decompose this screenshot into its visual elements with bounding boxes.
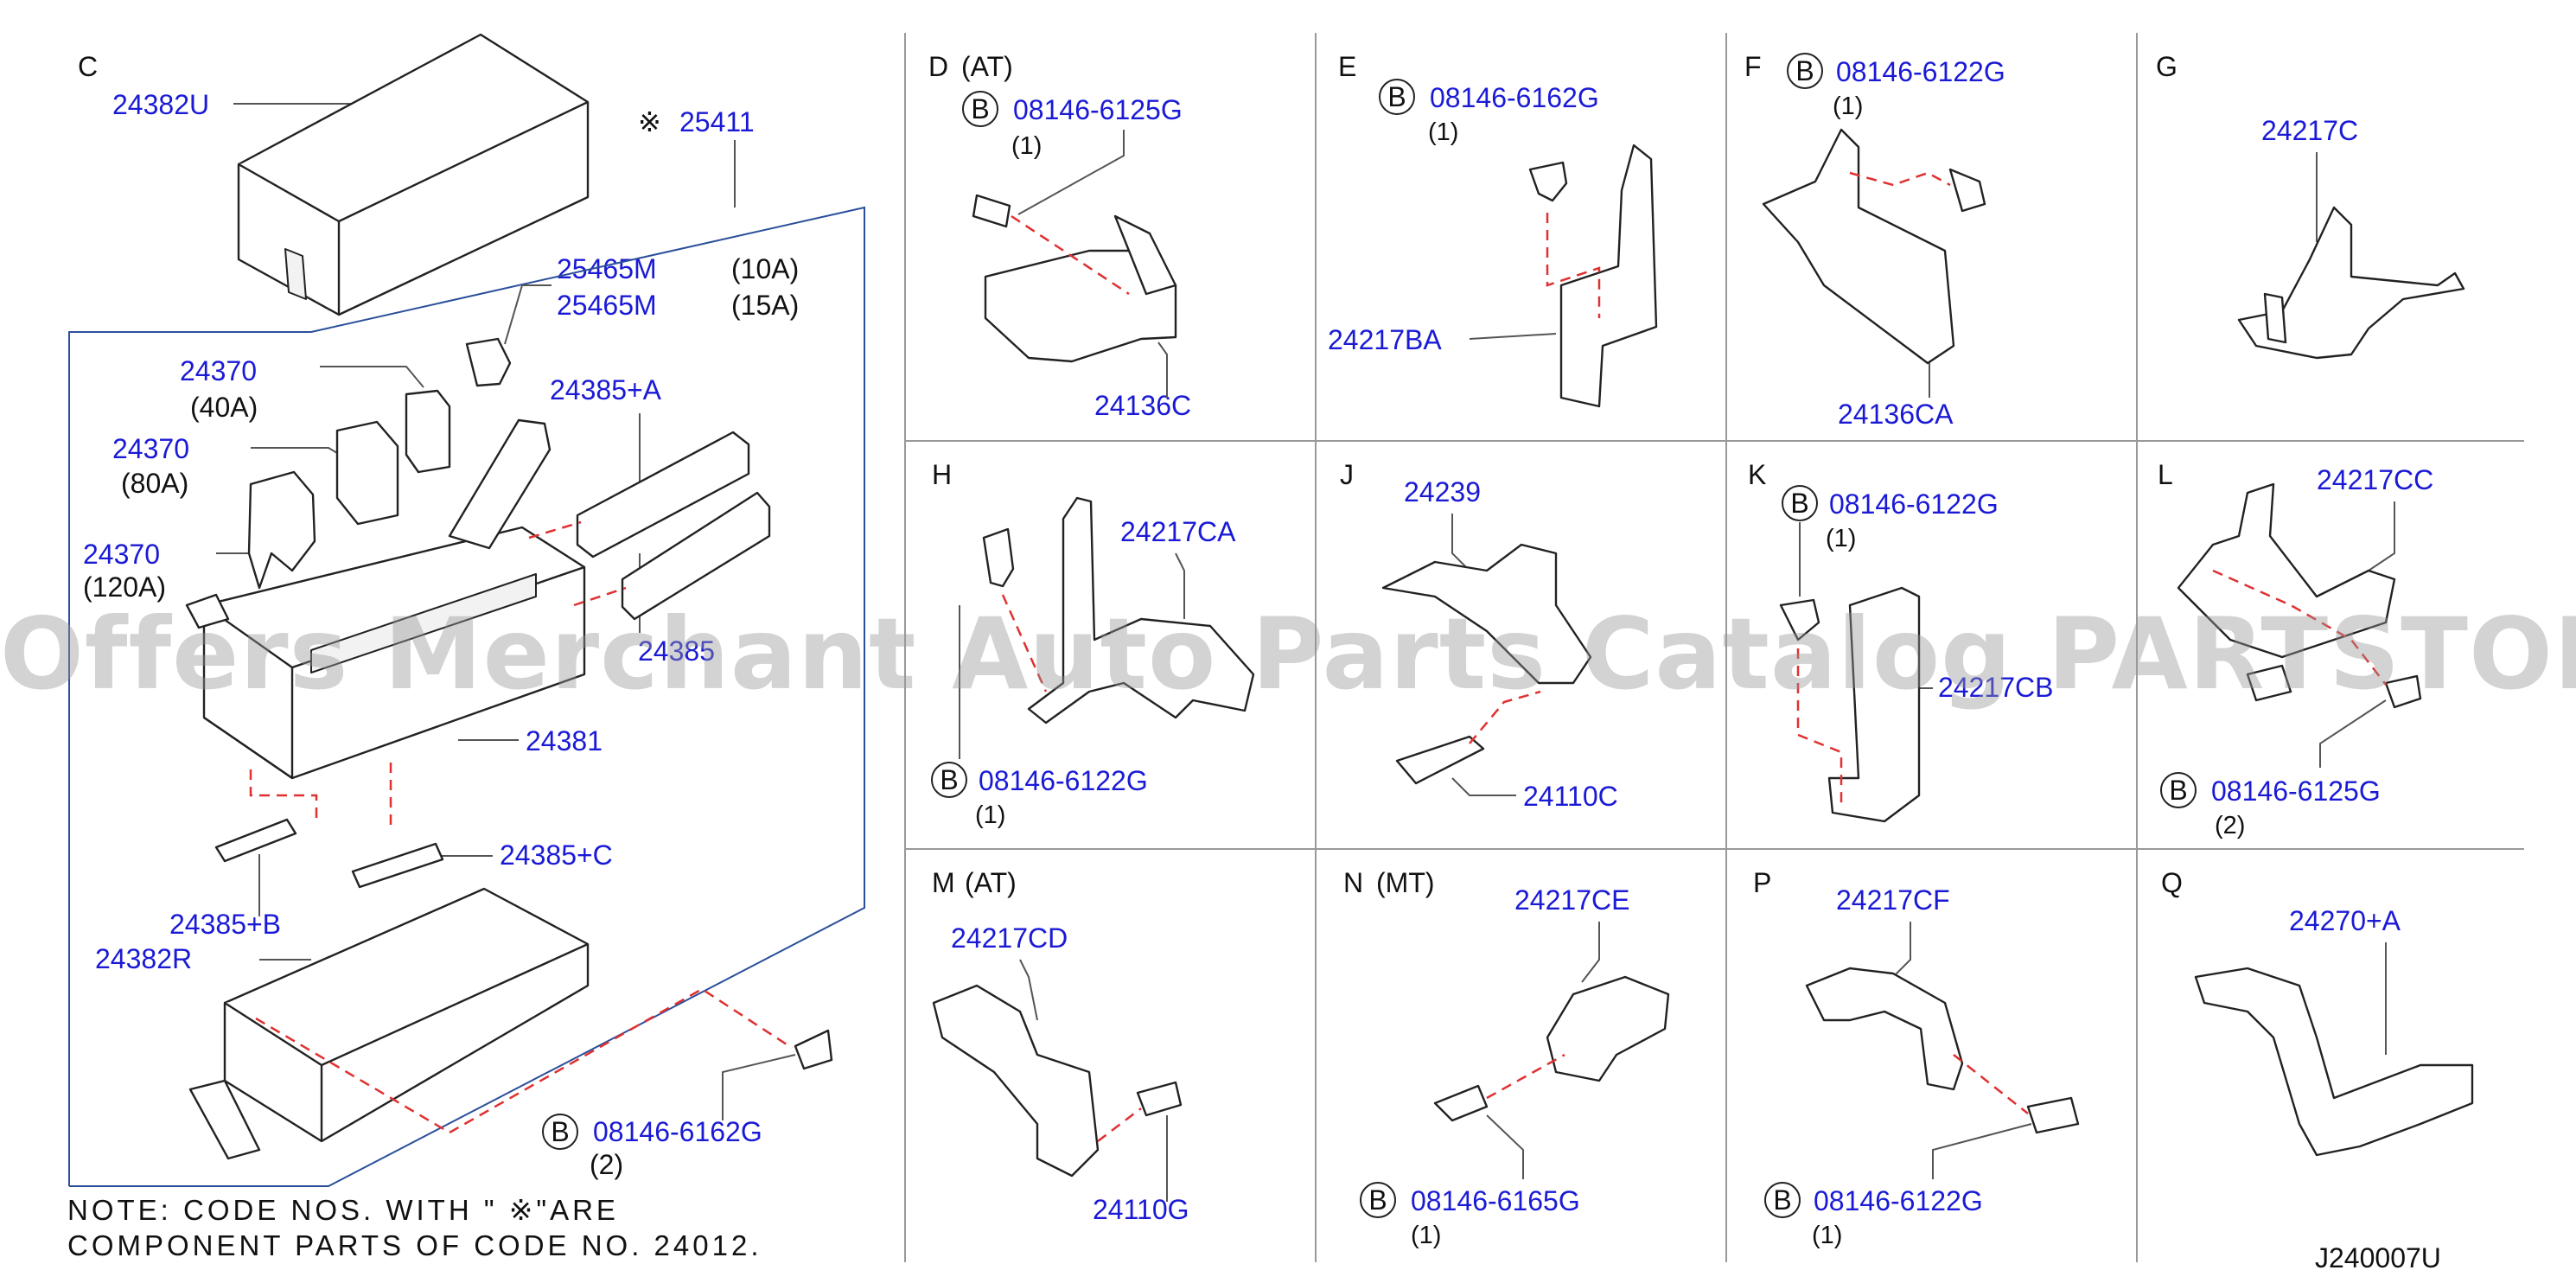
part-number[interactable]: 24385+A — [550, 374, 662, 405]
panel-k: K B 08146-6122G (1) 24217CB — [1748, 459, 2053, 823]
part-number[interactable]: 08146-6122G — [1836, 56, 2005, 87]
bolt-marker-letter: B — [940, 764, 958, 795]
bolt-marker-letter: B — [1368, 1184, 1387, 1216]
part-number[interactable]: 24136C — [1094, 390, 1191, 421]
amp-rating: (120A) — [83, 571, 166, 603]
panel-letter: L — [2158, 459, 2173, 490]
panel-letter: P — [1753, 867, 1771, 898]
panel-letter: E — [1338, 51, 1356, 82]
note-line-2: COMPONENT PARTS OF CODE NO. 24012. — [67, 1229, 762, 1261]
part-number[interactable]: 08146-6122G — [1829, 488, 1999, 520]
amp-rating: (80A) — [121, 468, 188, 499]
panel-m: M (AT) 24217CD 24110G — [932, 867, 1189, 1225]
quantity: (2) — [590, 1149, 623, 1180]
part-number[interactable]: 24217BA — [1328, 324, 1442, 355]
panel-variant: (AT) — [965, 867, 1017, 898]
panel-letter: N — [1343, 867, 1363, 898]
bolt-marker-letter: B — [2169, 775, 2187, 806]
part-number[interactable]: 24385 — [638, 635, 715, 667]
quantity: (1) — [1826, 525, 1856, 552]
part-number[interactable]: 24217CD — [951, 922, 1068, 954]
part-number[interactable]: 24110C — [1523, 781, 1618, 812]
part-number[interactable]: 24385+B — [169, 909, 281, 940]
panel-letter: K — [1748, 459, 1766, 490]
part-number[interactable]: 24382R — [95, 943, 192, 974]
panel-q: Q 24270+A J240007U — [2161, 867, 2474, 1273]
part-number[interactable]: 08146-6125G — [2211, 776, 2381, 807]
panel-letter: C — [78, 51, 98, 82]
bolt-marker-letter: B — [1795, 55, 1814, 86]
bolt-marker-letter: B — [551, 1116, 569, 1147]
part-number[interactable]: 08146-6162G — [593, 1116, 762, 1147]
panel-h: H 24217CA B 08146-6122G (1) — [931, 459, 1255, 829]
part-number[interactable]: 24382U — [112, 89, 209, 120]
part-number[interactable]: 24217CE — [1514, 884, 1629, 916]
panel-variant: (MT) — [1376, 867, 1435, 898]
amp-rating: (15A) — [731, 290, 799, 321]
part-number[interactable]: 24381 — [526, 725, 603, 756]
quantity: (1) — [1011, 132, 1042, 160]
part-number[interactable]: 24136CA — [1838, 399, 1954, 430]
panel-d: D (AT) B 08146-6125G (1) 24136C — [928, 51, 1191, 421]
part-number[interactable]: 08146-6162G — [1430, 82, 1599, 113]
panel-g: G 24217C — [2156, 51, 2465, 360]
quantity: (1) — [1428, 118, 1458, 146]
part-number[interactable]: 08146-6122G — [979, 765, 1148, 796]
panel-letter: G — [2156, 51, 2177, 82]
part-number[interactable]: 24217CB — [1938, 672, 2053, 703]
panel-e: E B 08146-6162G (1) 24217BA — [1328, 51, 1658, 408]
quantity: (1) — [1833, 93, 1863, 120]
panel-c: C 24382U ※ 25411 25465M 25465M (10A) (15… — [68, 33, 865, 1187]
watermark: Offers Merchant Auto Parts Catalog PARTS… — [0, 597, 2576, 712]
bolt-marker-letter: B — [1773, 1184, 1791, 1216]
component-mark: ※ — [638, 106, 661, 137]
amp-rating: (40A) — [190, 392, 258, 423]
panel-letter: Q — [2161, 867, 2183, 898]
bolt-marker — [542, 1114, 578, 1150]
panel-j: J 24239 24110C — [1340, 459, 1618, 812]
quantity: (1) — [1411, 1222, 1441, 1249]
quantity: (2) — [2215, 812, 2245, 839]
part-number[interactable]: 24217CF — [1836, 884, 1950, 916]
amp-rating: (10A) — [731, 253, 799, 284]
note-line-1: NOTE: CODE NOS. WITH " ※"ARE — [67, 1194, 619, 1226]
panel-letter: H — [932, 459, 952, 490]
panel-letter: D — [928, 51, 948, 82]
bolt-marker-letter: B — [1790, 488, 1808, 519]
part-number[interactable]: 25411 — [679, 106, 755, 137]
part-number[interactable]: 24370 — [180, 355, 257, 386]
panel-letter: J — [1340, 459, 1354, 490]
panel-variant: (AT) — [961, 51, 1013, 82]
panel-l: L 24217CC B 08146-6125G (2) — [2158, 459, 2433, 839]
part-number[interactable]: 24217C — [2261, 115, 2358, 146]
part-number[interactable]: 24270+A — [2289, 905, 2401, 936]
panel-grid — [904, 33, 2524, 1262]
part-number[interactable]: 24370 — [112, 433, 189, 464]
part-number[interactable]: 25465M — [557, 290, 657, 321]
part-number[interactable]: 24110G — [1093, 1194, 1189, 1225]
part-number[interactable]: 08146-6165G — [1411, 1185, 1580, 1216]
quantity: (1) — [1812, 1222, 1842, 1249]
part-number[interactable]: 24217CC — [2317, 464, 2433, 495]
panel-p: P 24217CF B 08146-6122G (1) — [1753, 867, 2080, 1249]
panel-letter: F — [1744, 51, 1762, 82]
part-number[interactable]: 24217CA — [1120, 516, 1236, 547]
quantity: (1) — [975, 801, 1005, 829]
panel-letter: M — [932, 867, 955, 898]
bolt-marker-letter: B — [971, 93, 989, 124]
part-number[interactable]: 08146-6125G — [1013, 94, 1183, 125]
part-number[interactable]: 24385+C — [500, 839, 613, 871]
part-number[interactable]: 24370 — [83, 539, 160, 570]
part-number[interactable]: 24239 — [1404, 476, 1481, 507]
panel-f: F B 08146-6122G (1) 24136CA — [1744, 51, 2005, 430]
part-number[interactable]: 08146-6122G — [1814, 1185, 1983, 1216]
drawing-code: J240007U — [2315, 1242, 2441, 1273]
panel-n: N (MT) 24217CE B 08146-6165G (1) — [1343, 867, 1670, 1249]
bolt-marker-letter: B — [1387, 81, 1406, 112]
